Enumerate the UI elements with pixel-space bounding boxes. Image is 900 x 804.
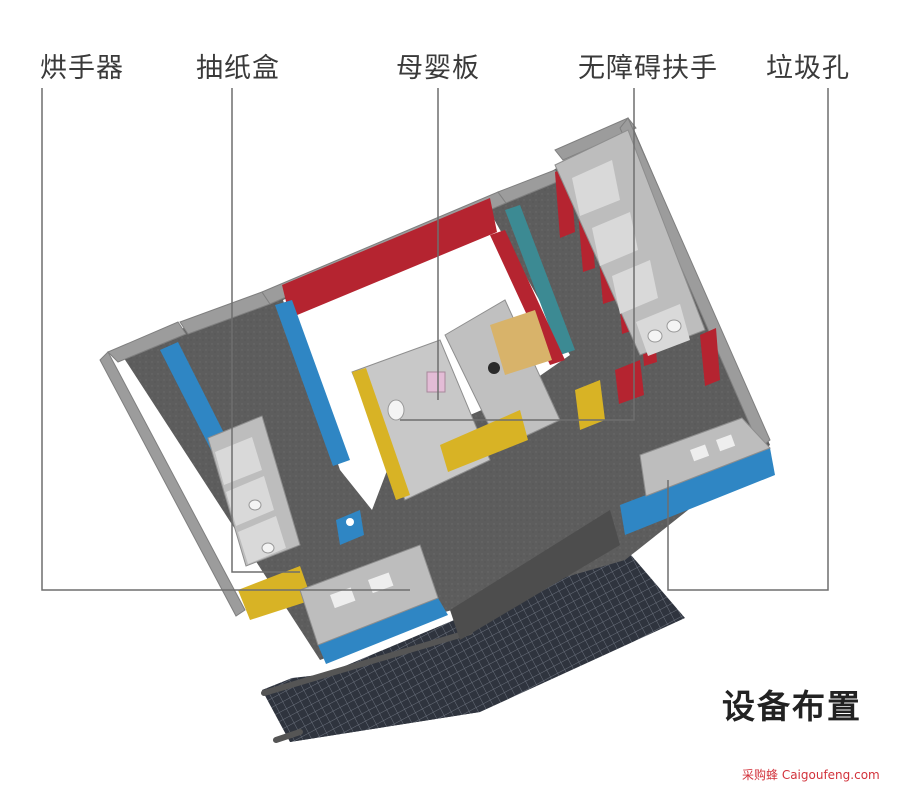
baby-changing-table-icon <box>426 371 446 393</box>
label-hand-dryer: 烘手器 <box>40 53 124 84</box>
label-tissue-box: 抽纸盒 <box>196 53 280 84</box>
leader-lines <box>41 88 829 591</box>
red-feature-wall <box>282 198 497 318</box>
label-accessible-handrail: 无障碍扶手 <box>578 53 718 84</box>
right-wing <box>620 417 775 535</box>
desk <box>490 310 552 375</box>
red-inner-wall <box>490 230 565 365</box>
leader-hand-dryer <box>41 88 410 591</box>
accessibility-sign-icon <box>336 510 364 545</box>
leader-tissue-box <box>231 88 300 573</box>
left-wing <box>160 300 448 664</box>
toilet-icon <box>387 399 405 421</box>
entrance-paving <box>261 548 685 743</box>
office-chair-icon <box>488 362 500 374</box>
glass-partition <box>505 205 575 355</box>
diagram-title: 设备布置 <box>722 687 862 726</box>
leader-trash-hole <box>667 88 829 591</box>
label-trash-hole: 垃圾孔 <box>766 53 850 84</box>
entrance-glazing <box>450 510 620 640</box>
right-stall-block <box>554 129 706 356</box>
label-baby-changing-board: 母婴板 <box>396 53 480 84</box>
leader-accessible-handrail <box>400 88 635 421</box>
watermark: 采购蜂 Caigoufeng.com <box>742 768 880 782</box>
